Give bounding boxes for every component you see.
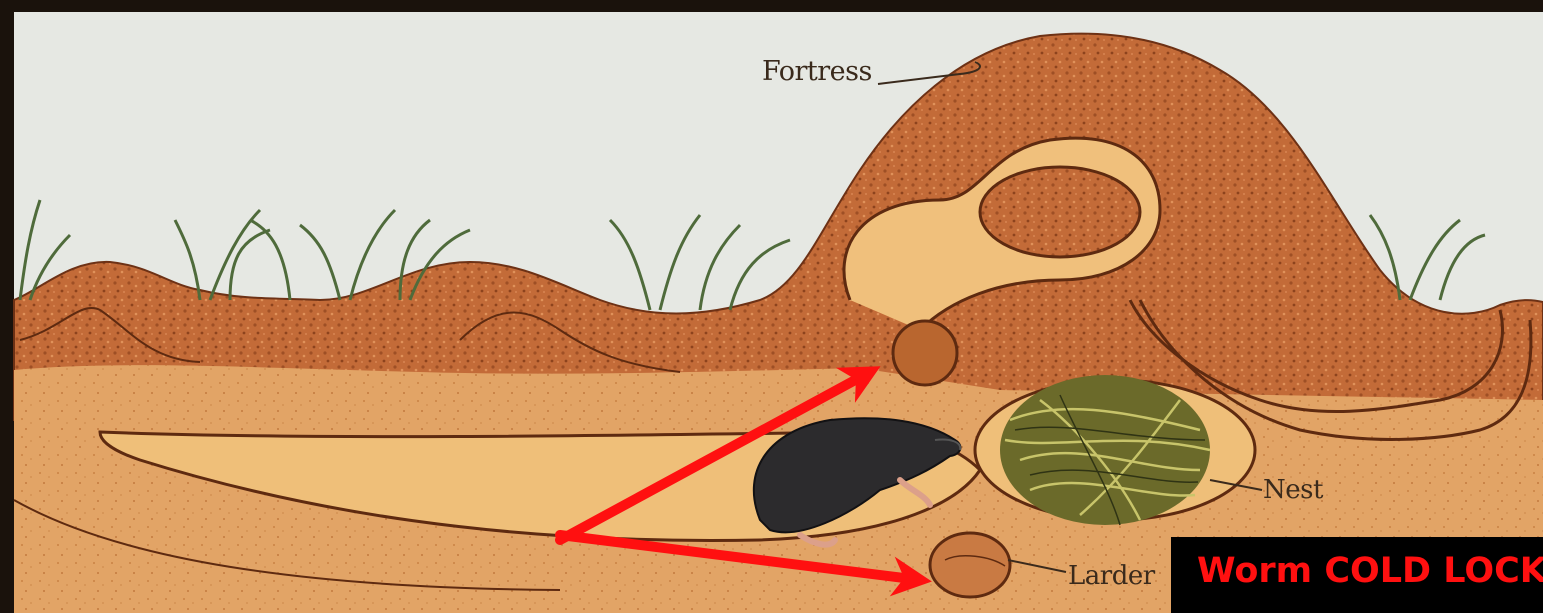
fortress-label: Fortress	[762, 56, 872, 87]
round-chamber	[893, 321, 957, 385]
larder-label: Larder	[1068, 561, 1155, 591]
caption-text: Worm COLD LOCK	[1197, 551, 1543, 591]
caption-box: Worm COLD LOCK	[1171, 537, 1543, 613]
larder-chamber-icon	[930, 533, 1010, 597]
nest-label: Nest	[1263, 475, 1323, 505]
nest-icon	[1000, 375, 1210, 525]
